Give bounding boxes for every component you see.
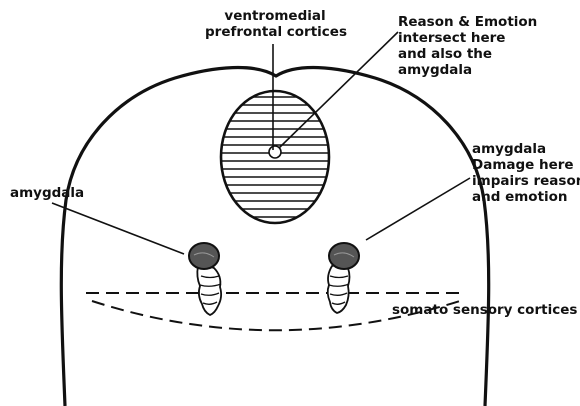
amygdala-right-label: amygdala Damage here impairs reason and …: [472, 141, 580, 205]
hippocampus-left: [197, 265, 221, 315]
vmpfc-label-line-1: ventromedial: [205, 8, 345, 24]
amygdala-left: [189, 243, 221, 315]
amygdala-right: [328, 243, 359, 313]
amygdala-left-pointer-line: [52, 203, 184, 254]
amygdala-right-label-line-2: Damage here: [472, 157, 580, 173]
amygdala-right-label-line-4: and emotion: [472, 189, 580, 205]
amygdala-right-label-line-3: impairs reason: [472, 173, 580, 189]
hippocampus-right: [328, 265, 350, 313]
brain-outline: [61, 68, 488, 406]
intersect-pointer-line: [279, 32, 398, 148]
amygdala-right-pointer-line: [366, 178, 470, 240]
intersect-label-line-3: and also the: [398, 46, 537, 62]
somato-label: somato sensory cortices: [392, 302, 577, 318]
amygdala-right-label-line-1: amygdala: [472, 141, 580, 157]
intersect-label-line-1: Reason & Emotion: [398, 14, 537, 30]
vmpfc-label: ventromedial prefrontal cortices: [205, 8, 345, 40]
intersect-label-line-4: amygdala: [398, 62, 537, 78]
amygdala-left-label: amygdala: [10, 185, 84, 201]
intersect-label-line-2: intersect here: [398, 30, 537, 46]
vmpfc-label-line-2: prefrontal cortices: [205, 24, 345, 40]
intersect-label: Reason & Emotion intersect here and also…: [398, 14, 537, 78]
